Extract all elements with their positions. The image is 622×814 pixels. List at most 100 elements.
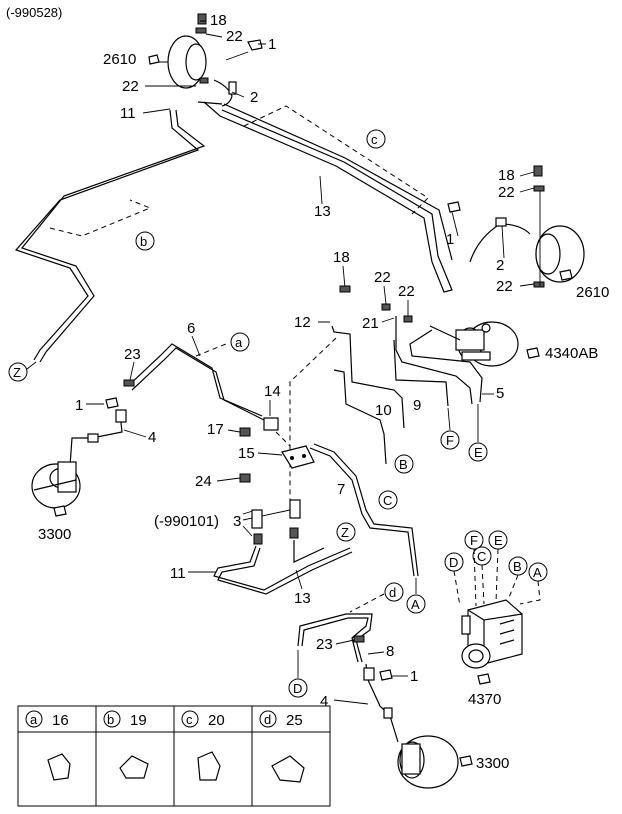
connector-b-marker: B [394,454,414,474]
clip-legend-table: a 16 b 19 c 20 d 25 [17,705,331,807]
callout-17: 17 [207,421,224,438]
svg-text:E: E [494,533,503,548]
svg-text:b: b [107,712,114,727]
callout-5: 5 [496,385,504,402]
callout-12: 12 [294,314,311,331]
brake-lines-11-13-lower [213,540,353,595]
svg-text:C: C [383,493,392,508]
hand-pointer-icon [459,755,473,767]
callout-2610: 2610 [576,284,609,301]
svg-text:16: 16 [52,712,69,729]
hand-pointer-icon [477,673,491,685]
callout-22: 22 [498,184,515,201]
legend-cell-b: b 19 [103,710,149,779]
callout-22: 22 [496,278,513,295]
valve-dashed-leader [275,431,291,447]
clip-c-dashed-leader [243,105,429,215]
connector-c-marker: C [378,490,398,510]
callout-13: 13 [314,203,331,220]
front-right-hose [363,663,399,743]
svg-text:C: C [477,549,486,564]
callout-3300: 3300 [476,755,509,772]
callout-15: 15 [238,445,255,462]
clip-20-icon [197,751,221,781]
svg-text:d: d [389,585,396,600]
callout-9: 9 [413,397,421,414]
callout-18: 18 [333,249,350,266]
svg-text:B: B [513,559,522,574]
bolt-icon [239,427,251,437]
front-left-hose [69,409,127,467]
callout-4: 4 [320,693,328,710]
clip-b-dashed-leader [49,199,152,237]
callout-2610: 2610 [103,51,136,68]
fitting-icon [289,499,301,519]
rear-left-hose [197,79,237,107]
connector-d-marker: D [288,678,308,698]
legend-cell-d: d 25 [259,710,305,783]
hand-pointer-icon [148,54,160,65]
callout-22: 22 [374,269,391,286]
callout-18: 18 [210,12,227,29]
rear-right-backing-plate [533,165,585,288]
svg-text:F: F [446,433,454,448]
legend-cell-c: c 20 [181,710,225,781]
svg-text:E: E [474,445,483,460]
svg-text:Z: Z [13,365,21,380]
svg-text:A: A [411,597,420,612]
serial-range-label: (-990528) [6,5,62,20]
svg-text:20: 20 [208,712,225,729]
callout-6: 6 [187,320,195,337]
clip-icon [379,669,393,681]
fitting-icon [251,509,263,529]
callout-22: 22 [398,283,415,300]
connector-e-marker: E [468,442,488,462]
clip-b-marker: b [135,231,155,251]
brake-lines-12-10 [331,325,405,465]
clip-d-marker: d [384,582,404,602]
front-right-caliper [397,735,459,789]
callout-22: 22 [226,28,243,45]
hand-pointer-icon [559,269,573,281]
svg-text:b: b [140,234,147,249]
svg-text:c: c [371,132,378,147]
callout-2: 2 [250,89,258,106]
svg-text:a: a [235,335,243,350]
clip-25-icon [271,755,305,783]
hand-pointer-icon [526,347,540,359]
callout-serial-990101: (-990101) [154,513,219,530]
bolt-icon [339,285,351,293]
legend-cell-a: a 16 [25,710,71,781]
brake-booster [455,321,519,367]
callout-3: 3 [233,513,241,530]
clip-icon [105,397,119,409]
connector-a-marker: A [406,594,426,614]
clip-icon [247,39,263,51]
callout-21: 21 [362,315,379,332]
clip-icon [353,635,365,643]
svg-text:F: F [470,533,478,548]
callout-23: 23 [316,636,333,653]
svg-text:a: a [30,712,38,727]
callout-7: 7 [337,481,345,498]
svg-text:d: d [264,712,271,727]
callout-10: 10 [375,402,392,419]
proportioning-valve [281,445,315,469]
callout-4: 4 [148,429,156,446]
brake-line-13-top [14,101,453,363]
clip-16-icon [47,753,71,781]
fitting-icon [253,533,263,545]
washer-icon [381,303,391,311]
callout-11: 11 [170,565,186,582]
svg-text:D: D [293,681,302,696]
connector-z-marker-right: Z [336,522,356,542]
abs-hydraulic-unit [461,599,523,669]
clip-icon [123,379,135,387]
callout-4370: 4370 [468,691,501,708]
callout-22: 22 [122,78,139,95]
callout-13: 13 [294,590,311,607]
svg-text:25: 25 [286,712,303,729]
clip-a-marker: a [230,332,250,352]
callout-24: 24 [195,473,212,490]
